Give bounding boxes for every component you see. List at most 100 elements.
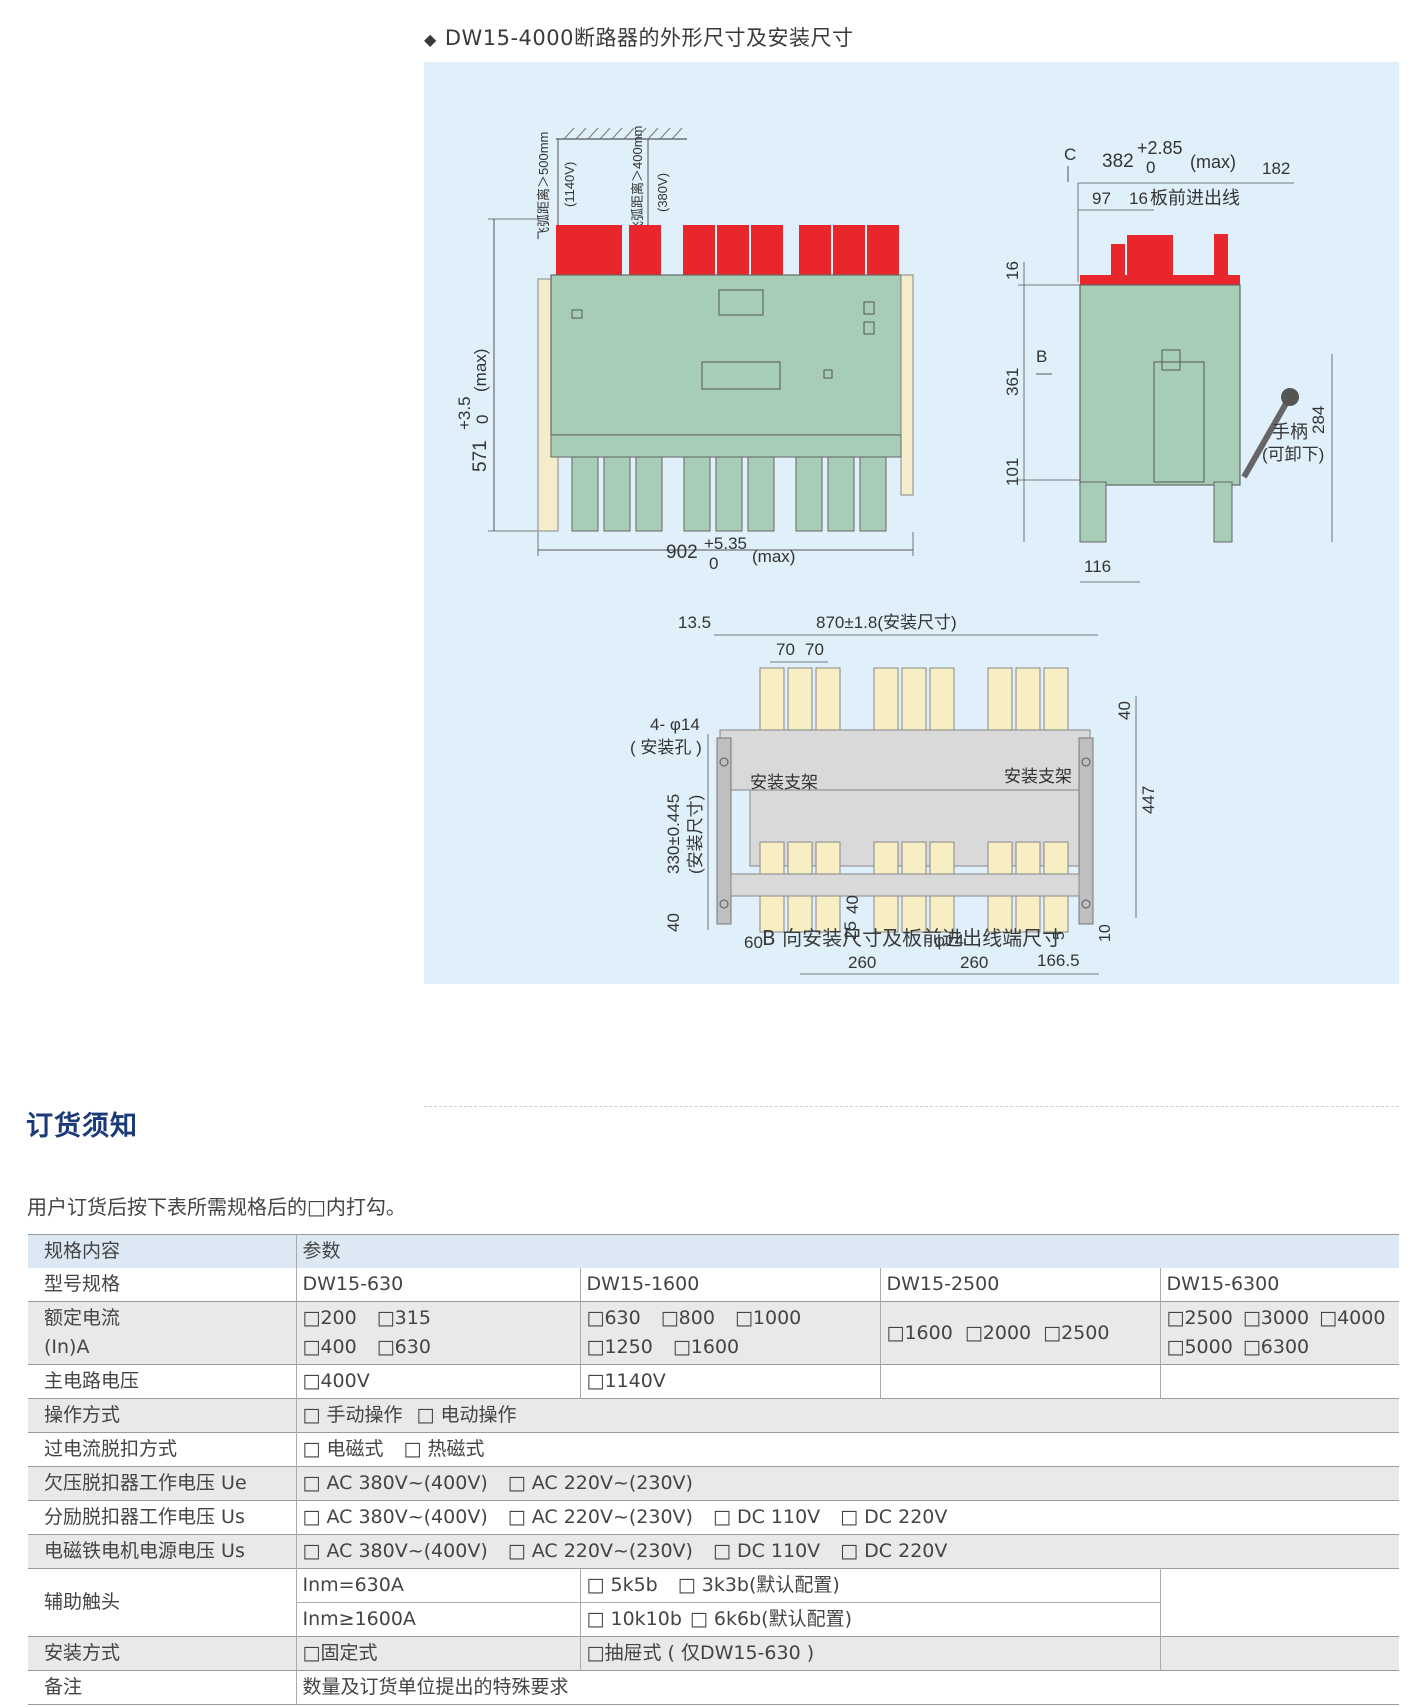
bottom-view-caption: B 向安装尺寸及板前进出线端尺寸 (762, 926, 1063, 950)
model-label: 型号规格 (28, 1268, 297, 1302)
ordering-section-title: 订货须知 (26, 1111, 138, 1142)
side-b-label: B (1036, 347, 1047, 366)
mounting-bracket-top (719, 729, 1091, 791)
bottom-40-right: 40 (1115, 701, 1134, 720)
bottom-holes: 4- φ14 (650, 715, 700, 734)
bottom-5: 5 (1051, 931, 1068, 940)
current-630-cell: □200 □315 □400 □630 (296, 1301, 581, 1365)
mounting-bracket-bottom (730, 873, 1080, 897)
current-option[interactable]: □1000 (734, 1307, 802, 1329)
operation-option[interactable]: □ 手动操作 (302, 1404, 403, 1426)
table-row-shunt: 分励脱扣器工作电压 Us □ AC 380V~(400V) □ AC 220V~(… (28, 1500, 1400, 1535)
table-header-row: 规格内容 参数 (28, 1234, 1400, 1268)
front-width-tolerance-zero: 0 (709, 554, 718, 573)
clearance-400-label: 飞弧距离＞400mm (630, 126, 645, 234)
side-182: 182 (1262, 159, 1290, 178)
side-handle (1241, 398, 1291, 479)
model-630: DW15-630 (296, 1268, 581, 1302)
current-option[interactable]: □1250 (586, 1336, 653, 1358)
front-height-value: 571 (470, 440, 491, 472)
model-2500: DW15-2500 (880, 1268, 1161, 1302)
current-option[interactable]: □315 (376, 1307, 431, 1329)
table-row-aux-2: Inm≥1600A □ 10k10b□ 6k6b(默认配置) (28, 1602, 1399, 1637)
bottom-lower-terminals (759, 895, 1069, 933)
figure-title-text: DW15-4000断路器的外形尺寸及安装尺寸 (444, 26, 854, 50)
current-option[interactable]: □2500 (1166, 1307, 1233, 1329)
side-view: C 382 +2.85 0 (max) 182 97 16 板前进出线 16 3… (1003, 138, 1333, 583)
voltage-option[interactable]: □400V (302, 1370, 370, 1392)
front-height-max: (max) (471, 349, 490, 392)
current-option[interactable]: □6300 (1242, 1336, 1310, 1358)
shunt-option[interactable]: □ AC 220V~(230V) (507, 1506, 693, 1528)
current-option[interactable]: □3000 (1242, 1307, 1310, 1329)
bottom-70a: 70 (776, 640, 795, 659)
undervoltage-option[interactable]: □ AC 220V~(230V) (507, 1472, 693, 1494)
aux-cond-630: Inm=630A (296, 1568, 581, 1603)
table-row-model: 型号规格 DW15-630 DW15-1600 DW15-2500 DW15-6… (28, 1268, 1399, 1302)
aux-option[interactable]: □ 10k10b (586, 1608, 682, 1630)
clearance-380v-label: (380V) (655, 173, 670, 212)
bottom-260b: 260 (960, 953, 988, 972)
undervoltage-option[interactable]: □ AC 380V~(400V) (302, 1472, 488, 1494)
aux-option[interactable]: □ 3k3b(默认配置) (677, 1574, 840, 1596)
mount-hole-icon (1081, 899, 1091, 909)
figure-title: ◆DW15-4000断路器的外形尺寸及安装尺寸 (424, 22, 854, 52)
current-option[interactable]: □400 (302, 1336, 357, 1358)
bottom-bracket-2: 安装支架 (1004, 767, 1072, 786)
shunt-option[interactable]: □ AC 380V~(400V) (302, 1506, 488, 1528)
aux-option[interactable]: □ 5k5b (586, 1574, 658, 1596)
table-row-current: 额定电流 (In)A □200□315 □400□630 □630□800□10… (28, 1301, 1400, 1365)
current-option[interactable]: □1600 (672, 1336, 740, 1358)
bottom-40-mid: 40 (843, 895, 862, 914)
current-option[interactable]: □630 (586, 1307, 641, 1329)
current-option[interactable]: □1600 (886, 1321, 953, 1344)
voltage-option[interactable]: □1140V (586, 1370, 666, 1392)
bottom-holes-note: ( 安装孔 ) (630, 738, 702, 757)
table-row-undervoltage: 欠压脱扣器工作电压 Ue □ AC 380V~(400V)□ AC 220V~(… (28, 1466, 1400, 1501)
motor-option[interactable]: □ DC 110V (712, 1540, 821, 1562)
side-handle-label: 手柄 (1272, 422, 1308, 442)
aux-option[interactable]: □ 6k6b(默认配置) (689, 1608, 852, 1630)
shunt-option[interactable]: □ DC 110V (712, 1506, 821, 1528)
dimension-drawing: 飞弧距离＞500mm (1140V) 飞弧距离＞400mm (380V) (455, 126, 1333, 975)
shunt-label: 分励脱扣器工作电压 Us (28, 1500, 297, 1535)
motor-option[interactable]: □ AC 220V~(230V) (507, 1540, 693, 1562)
front-width-max: (max) (752, 547, 795, 566)
table-row-voltage: 主电路电压 □400V □1140V (28, 1364, 1400, 1399)
current-option[interactable]: □2000 (964, 1321, 1032, 1344)
overcurrent-label: 过电流脱扣方式 (28, 1432, 297, 1467)
ordering-spec-table: 规格内容 参数 型号规格 DW15-630 DW15-1600 DW15-250… (28, 1234, 1400, 1705)
current-option[interactable]: □200 (302, 1307, 357, 1329)
side-front-wiring: 板前进出线 (1150, 188, 1240, 208)
overcurrent-option[interactable]: □ 热磁式 (403, 1438, 485, 1460)
note-label: 备注 (28, 1670, 297, 1705)
current-option[interactable]: □800 (660, 1307, 715, 1329)
section-divider (424, 1106, 1399, 1107)
mount-option[interactable]: □抽屉式 ( 仅DW15-630 ) (586, 1642, 815, 1664)
operation-option[interactable]: □ 电动操作 (416, 1404, 517, 1426)
mount-option[interactable]: □固定式 (302, 1642, 378, 1664)
bottom-phi14: φ14 (934, 931, 964, 950)
side-handle-note: (可卸下) (1262, 445, 1324, 464)
current-option[interactable]: □2500 (1043, 1321, 1110, 1344)
current-option[interactable]: □5000 (1166, 1336, 1233, 1358)
motor-option[interactable]: □ DC 220V (840, 1540, 948, 1562)
current-option[interactable]: □630 (376, 1336, 431, 1358)
shunt-option[interactable]: □ DC 220V (840, 1506, 948, 1528)
current-label-line2: (In)A (44, 1336, 90, 1358)
bottom-25: 25 (841, 921, 860, 940)
side-depth-tolerance: +2.85 (1137, 138, 1183, 158)
motor-option[interactable]: □ AC 380V~(400V) (302, 1540, 488, 1562)
model-1600: DW15-1600 (580, 1268, 881, 1302)
note-value: 数量及订货单位提出的特殊要求 (296, 1670, 1400, 1705)
bottom-40-left: 40 (664, 913, 683, 932)
side-depth-value: 382 (1102, 151, 1134, 172)
bottom-view: 13.5 870±1.8(安装尺寸) 70 70 (630, 613, 1158, 975)
front-bottom-terminals (550, 434, 902, 532)
current-option[interactable]: □4000 (1319, 1307, 1386, 1329)
current-2500-cell: □1600 □2000 □2500 (880, 1301, 1161, 1365)
overcurrent-option[interactable]: □ 电磁式 (302, 1438, 384, 1460)
front-height-tolerance: +3.5 (455, 396, 474, 430)
bottom-top-terminals (759, 667, 1069, 731)
side-v284: 284 (1309, 406, 1328, 434)
